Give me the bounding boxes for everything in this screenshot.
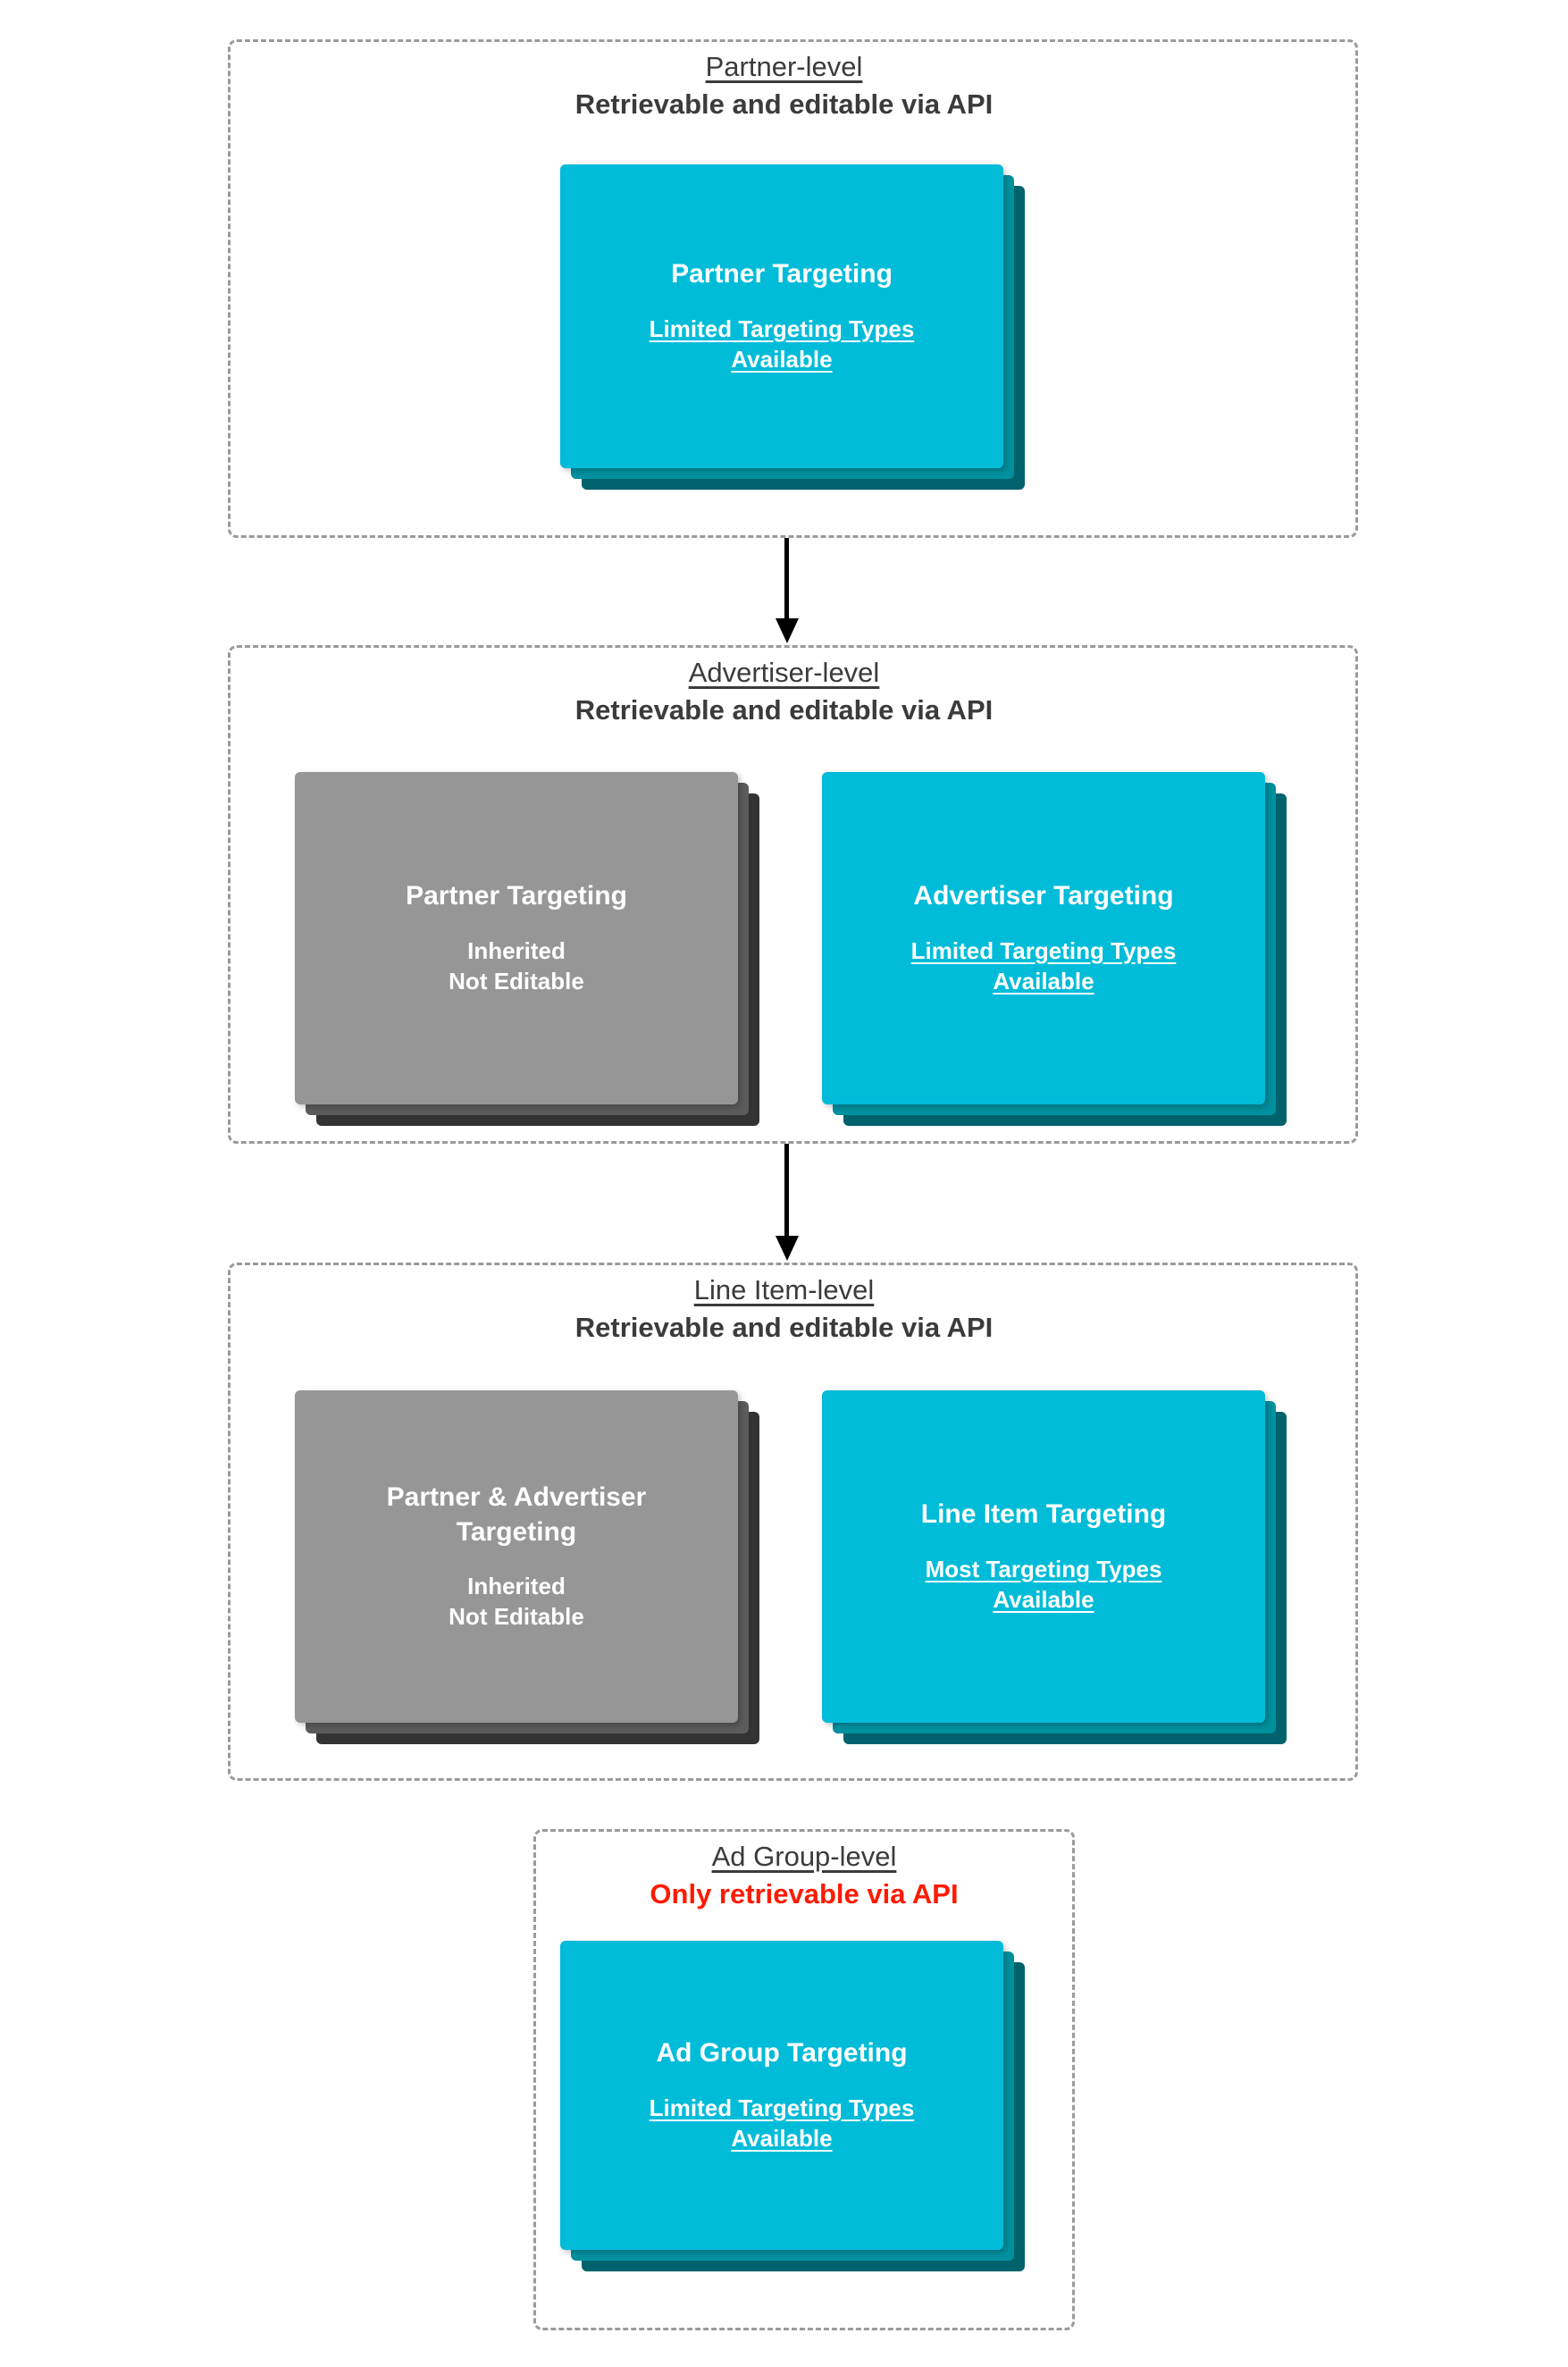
card-adgroup-targeting[interactable]: Ad Group Targeting Limited Targeting Typ… (560, 1941, 1003, 2250)
level-subtitle-advertiser: Retrievable and editable via API (574, 693, 994, 726)
level-subtitle-partner: Retrievable and editable via API (574, 88, 994, 120)
card-subtitle-line2: Not Editable (449, 1603, 584, 1631)
level-subtitle-lineitem: Retrievable and editable via API (574, 1311, 994, 1343)
level-container-advertiser (228, 645, 1358, 1144)
level-title-partner: Partner-level (705, 51, 863, 82)
level-heading-lineitem: Line Item-level Retrievable and editable… (0, 1273, 1568, 1346)
card-subtitle-line2: Not Editable (449, 968, 584, 995)
card-subtitle: Inherited Not Editable (449, 936, 584, 997)
level-heading-partner: Partner-level Retrievable and editable v… (0, 50, 1568, 122)
arrow-partner-to-advertiser (774, 538, 801, 645)
card-subtitle-line2: Available (731, 2125, 833, 2153)
card-advertiser-inherited[interactable]: Partner Targeting Inherited Not Editable (295, 772, 738, 1104)
card-title: Line Item Targeting (920, 1499, 1167, 1530)
card-subtitle: Limited Targeting Types Available (911, 936, 1177, 997)
card-subtitle-line2: Available (993, 1586, 1094, 1614)
level-subtitle-adgroup: Only retrievable via API (650, 1877, 959, 1910)
arrow-head-icon (776, 1236, 799, 1261)
level-title-lineitem: Line Item-level (693, 1274, 875, 1305)
level-container-lineitem (228, 1263, 1358, 1781)
arrow-shaft (784, 1144, 789, 1238)
card-title: Advertiser Targeting (913, 881, 1174, 911)
level-container-adgroup (533, 1829, 1075, 2330)
card-title: Ad Group Targeting (656, 2038, 908, 2069)
card-stack-partner-targeting: Partner Targeting Limited Targeting Type… (560, 164, 1025, 490)
card-subtitle: Most Targeting Types Available (926, 1554, 1162, 1616)
card-stack-lineitem-inherited: Partner & Advertiser Targeting Inherited… (295, 1390, 759, 1744)
card-title-line2: Targeting (456, 1516, 577, 1547)
level-container-partner (228, 39, 1358, 538)
card-lineitem-targeting[interactable]: Line Item Targeting Most Targeting Types… (822, 1390, 1265, 1723)
card-stack-advertiser-inherited: Partner Targeting Inherited Not Editable (295, 772, 759, 1126)
card-subtitle-line1: Limited Targeting Types (649, 2094, 915, 2121)
card-subtitle-line1: Inherited (467, 1573, 566, 1600)
arrow-shaft (784, 538, 789, 620)
level-title-adgroup: Ad Group-level (711, 1841, 897, 1872)
card-subtitle: Inherited Not Editable (449, 1571, 584, 1633)
card-title-line1: Partner & Advertiser (386, 1482, 647, 1513)
level-title-advertiser: Advertiser-level (688, 657, 880, 688)
card-subtitle: Limited Targeting Types Available (650, 314, 915, 375)
level-heading-adgroup: Ad Group-level Only retrievable via API (533, 1840, 1075, 1912)
card-stack-advertiser-targeting: Advertiser Targeting Limited Targeting T… (822, 772, 1287, 1126)
card-partner-targeting[interactable]: Partner Targeting Limited Targeting Type… (560, 164, 1003, 468)
level-heading-advertiser: Advertiser-level Retrievable and editabl… (0, 656, 1568, 728)
card-subtitle-line2: Available (993, 968, 1094, 995)
card-advertiser-targeting[interactable]: Advertiser Targeting Limited Targeting T… (822, 772, 1265, 1104)
card-subtitle-line1: Limited Targeting Types (910, 936, 1177, 964)
card-title: Partner Targeting (406, 881, 627, 911)
card-stack-lineitem-targeting: Line Item Targeting Most Targeting Types… (822, 1390, 1287, 1744)
card-subtitle-line1: Inherited (467, 936, 566, 964)
card-subtitle-line1: Most Targeting Types (925, 1555, 1162, 1582)
arrow-advertiser-to-lineitem (774, 1144, 801, 1263)
card-subtitle-line2: Available (731, 346, 833, 374)
card-subtitle-line1: Limited Targeting Types (649, 315, 915, 342)
card-lineitem-inherited[interactable]: Partner & Advertiser Targeting Inherited… (295, 1390, 738, 1723)
card-subtitle: Limited Targeting Types Available (650, 2093, 915, 2154)
card-title: Partner Targeting (671, 259, 893, 290)
card-stack-adgroup-targeting: Ad Group Targeting Limited Targeting Typ… (560, 1941, 1025, 2271)
arrow-head-icon (776, 618, 799, 643)
card-title: Partner & Advertiser Targeting (387, 1481, 647, 1549)
